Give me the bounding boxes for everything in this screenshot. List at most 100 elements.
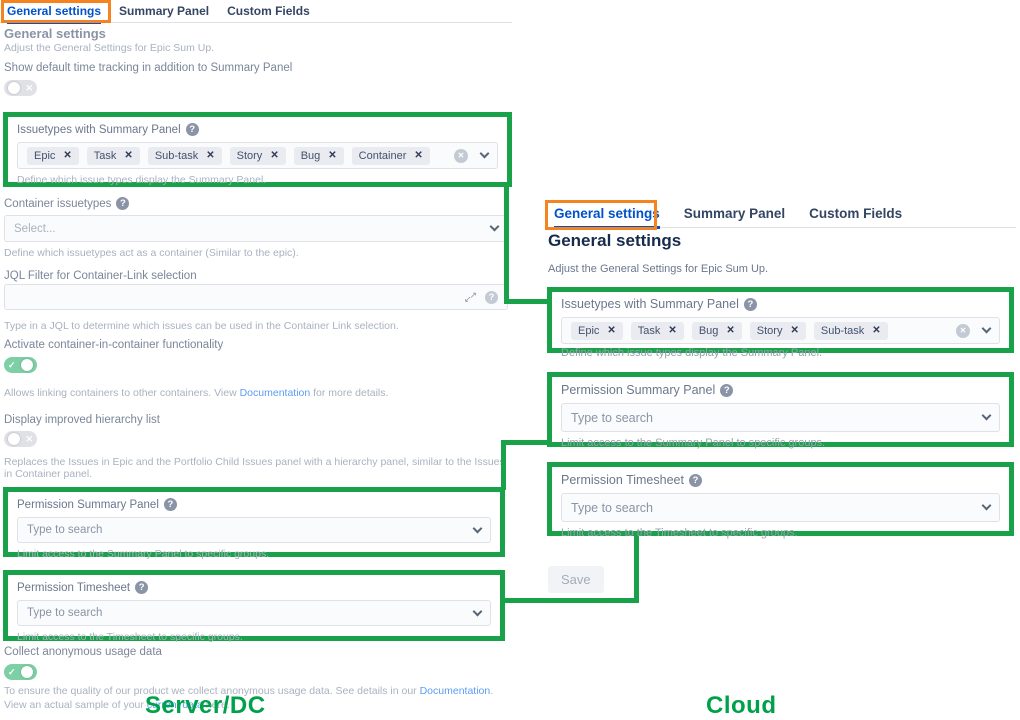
cloud-issuetypes-label-row: Issuetypes with Summary Panel ? xyxy=(561,297,1000,311)
current-data-link[interactable]: current data xyxy=(146,699,203,711)
server-tab-summary-panel[interactable]: Summary Panel xyxy=(119,4,210,18)
remove-tag-icon[interactable]: ✕ xyxy=(63,150,72,161)
server-page-title: General settings xyxy=(4,26,106,41)
cloud-issuetypes-multiselect[interactable]: Epic✕ Task✕ Bug✕ Story✕ Sub-task✕ ✕ xyxy=(561,317,1000,344)
cloud-page-title: General settings xyxy=(548,231,682,250)
toggle-knob xyxy=(21,359,33,371)
toggle-off-icon: ✕ xyxy=(25,82,33,93)
remove-tag-icon[interactable]: ✕ xyxy=(270,150,279,161)
server-tab-custom-fields[interactable]: Custom Fields xyxy=(227,4,310,18)
issuetype-tag: Epic✕ xyxy=(571,321,623,340)
toggle-off-icon: ✕ xyxy=(25,433,33,444)
server-permission-summary-label-row: Permission Summary Panel ? xyxy=(17,498,491,511)
server-issuetypes-multiselect[interactable]: Epic✕ Task✕ Sub-task✕ Story✕ Bug✕ Contai… xyxy=(17,142,498,169)
cloud-tab-custom-fields[interactable]: Custom Fields xyxy=(809,206,903,221)
remove-tag-icon[interactable]: ✕ xyxy=(206,150,215,161)
chevron-down-icon[interactable] xyxy=(472,523,483,533)
server-issuetypes-helper: Define which issue types display the Sum… xyxy=(17,174,267,186)
remove-tag-icon[interactable]: ✕ xyxy=(607,325,616,336)
cloud-permission-timesheet-select[interactable]: Type to search xyxy=(561,493,1000,522)
cloud-permission-timesheet-helper: Limit access to the Timesheet to specifi… xyxy=(561,527,798,539)
server-permission-timesheet-select[interactable]: Type to search xyxy=(17,600,491,626)
cloud-issuetypes-label: Issuetypes with Summary Panel xyxy=(561,297,739,311)
help-icon[interactable]: ? xyxy=(485,290,498,304)
help-icon[interactable]: ? xyxy=(743,297,757,311)
toggle-on-icon: ✓ xyxy=(8,359,16,370)
chevron-down-icon[interactable] xyxy=(479,148,490,159)
cloud-permission-summary-annotation-box: Permission Summary Panel ? Type to searc… xyxy=(547,372,1014,449)
remove-tag-icon[interactable]: ✕ xyxy=(328,150,337,161)
cloud-permission-summary-select[interactable]: Type to search xyxy=(561,403,1000,432)
connector-permission-summary-horizontal xyxy=(501,440,547,445)
tag-label: Epic xyxy=(34,149,56,162)
cloud-permission-timesheet-label-row: Permission Timesheet ? xyxy=(561,473,1000,487)
issuetype-tag: Bug✕ xyxy=(691,321,742,340)
server-permission-timesheet-annotation-box: Permission Timesheet ? Type to search Li… xyxy=(3,570,505,643)
usage-data-label: Collect anonymous usage data xyxy=(4,646,162,658)
help-icon[interactable]: ? xyxy=(688,473,702,487)
container-in-container-toggle[interactable]: ✓ xyxy=(4,357,37,373)
hierarchy-list-toggle[interactable]: ✕ xyxy=(4,431,37,447)
chevron-down-icon[interactable] xyxy=(981,323,992,334)
help-icon[interactable]: ? xyxy=(720,383,734,397)
connector-permission-summary-vertical xyxy=(501,440,506,490)
cloud-tab-summary-panel[interactable]: Summary Panel xyxy=(683,206,786,221)
tag-label: Bug xyxy=(300,149,321,162)
remove-tag-icon[interactable]: ✕ xyxy=(872,325,881,336)
toggle-knob xyxy=(8,433,20,445)
time-tracking-toggle[interactable]: ✕ xyxy=(4,80,37,96)
expand-icon[interactable]: ↗ ↙ xyxy=(464,290,477,304)
right-tabs-divider xyxy=(547,227,1016,228)
jql-filter-input[interactable]: ↗ ↙ ? xyxy=(4,284,508,310)
container-in-container-helper: Allows linking containers to other conta… xyxy=(4,387,388,399)
cloud-permission-timesheet-annotation-box: Permission Timesheet ? Type to search Li… xyxy=(547,462,1014,539)
help-icon[interactable]: ? xyxy=(163,498,177,511)
server-platform-label: Server/DC xyxy=(145,692,266,719)
helper-text: . View an actual sample of your xyxy=(4,685,494,711)
container-issuetypes-select[interactable]: Select... xyxy=(4,215,508,242)
remove-tag-icon[interactable]: ✕ xyxy=(668,325,677,336)
server-permission-summary-select[interactable]: Type to search xyxy=(17,517,491,543)
cloud-issuetypes-helper: Define which issue types display the Sum… xyxy=(561,347,823,359)
chevron-down-icon[interactable] xyxy=(472,606,483,616)
cloud-permission-timesheet-label: Permission Timesheet xyxy=(561,473,684,487)
server-permission-summary-annotation-box: Permission Summary Panel ? Type to searc… xyxy=(3,487,505,560)
chevron-down-icon[interactable] xyxy=(981,500,992,511)
clear-all-icon[interactable]: ✕ xyxy=(454,148,468,163)
connector-permission-timesheet-horizontal xyxy=(503,598,639,603)
issuetype-tag: Container ✕ xyxy=(351,146,430,165)
server-tab-general-settings[interactable]: General settings xyxy=(7,4,102,24)
issuetype-tag: Task✕ xyxy=(86,146,140,165)
help-icon[interactable]: ? xyxy=(116,197,130,210)
server-issuetypes-annotation-box: Issuetypes with Summary Panel ? Epic ✕ Ta… xyxy=(3,112,512,187)
select-placeholder: Select... xyxy=(14,222,56,235)
server-permission-timesheet-label-row: Permission Timesheet ? xyxy=(17,581,491,594)
remove-tag-icon[interactable]: ✕ xyxy=(790,325,799,336)
container-issuetypes-label: Container issuetypes xyxy=(4,197,112,210)
chevron-down-icon[interactable] xyxy=(489,221,500,232)
remove-tag-icon[interactable]: ✕ xyxy=(726,325,735,336)
documentation-link[interactable]: Documentation xyxy=(239,387,311,399)
hierarchy-list-helper: Replaces the Issues in Epic and the Port… xyxy=(4,456,505,480)
documentation-link[interactable]: Documentation xyxy=(419,685,491,697)
remove-tag-icon[interactable]: ✕ xyxy=(124,150,133,161)
cloud-tab-general-settings[interactable]: General settings xyxy=(554,206,660,229)
hierarchy-list-label: Display improved hierarchy list xyxy=(4,414,160,426)
cloud-permission-summary-label-row: Permission Summary Panel ? xyxy=(561,383,1000,397)
tag-label: Container xyxy=(358,149,407,162)
usage-data-toggle[interactable]: ✓ xyxy=(4,664,37,680)
server-issuetypes-label: Issuetypes with Summary Panel xyxy=(17,123,181,136)
cloud-issuetypes-annotation-box: Issuetypes with Summary Panel ? Epic✕ Ta… xyxy=(547,287,1014,359)
cloud-page-description: Adjust the General Settings for Epic Sum… xyxy=(548,263,769,275)
container-issuetypes-label-row: Container issuetypes ? xyxy=(4,197,130,210)
jql-filter-helper: Type in a JQL to determine which issues … xyxy=(4,320,399,332)
save-button[interactable]: Save xyxy=(548,566,604,593)
issuetype-tag: Story✕ xyxy=(229,146,286,165)
chevron-down-icon[interactable] xyxy=(981,410,992,421)
help-icon[interactable]: ? xyxy=(135,581,149,594)
clear-all-icon[interactable]: ✕ xyxy=(956,323,970,338)
remove-tag-icon[interactable]: ✕ xyxy=(414,150,423,161)
help-icon[interactable]: ? xyxy=(185,123,199,136)
container-in-container-label: Activate container-in-container function… xyxy=(4,339,224,351)
